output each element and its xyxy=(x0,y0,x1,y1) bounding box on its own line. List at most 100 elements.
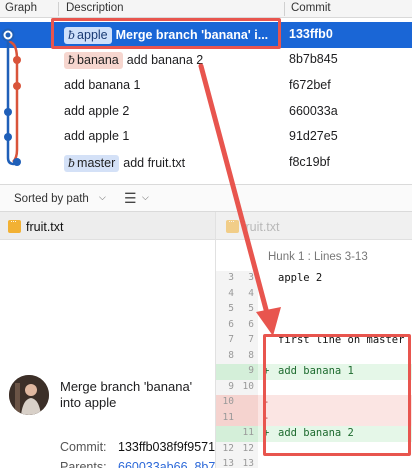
diff-gutter xyxy=(216,441,258,457)
commit-row[interactable]: add apple 1 91d27e5 xyxy=(0,124,412,150)
diff-gutter xyxy=(216,379,258,395)
diff-sign: + xyxy=(263,427,270,439)
diff-code: add banana 1 xyxy=(278,365,354,377)
old-line-number: 10 xyxy=(222,396,234,407)
diff-line: 9 + add banana 1 xyxy=(216,364,412,380)
commit-hash: f8c19bf xyxy=(289,155,331,169)
diff-sign xyxy=(263,303,269,315)
diff-line: 12 12 xyxy=(216,441,412,457)
chevron-down-icon[interactable]: ⌵ xyxy=(99,192,106,202)
old-line-number: 12 xyxy=(222,442,234,454)
author-avatar xyxy=(9,375,49,415)
sort-menu[interactable]: Sorted by path xyxy=(14,193,89,205)
new-line-number: 13 xyxy=(242,458,254,468)
file-icon xyxy=(8,216,21,233)
diff-gutter xyxy=(216,317,258,333)
diff-code: first line on master xyxy=(278,334,405,346)
commit-message: add banana 1 xyxy=(64,78,141,92)
diff-code: add banana 2 xyxy=(278,427,354,439)
diff-sign xyxy=(263,334,269,346)
chevron-down-icon[interactable]: ⌵ xyxy=(142,192,149,202)
old-line-number: 7 xyxy=(228,334,234,345)
commit-column-header[interactable]: Commit xyxy=(291,2,331,14)
old-line-number: 4 xyxy=(228,287,234,299)
new-line-number: 12 xyxy=(242,442,254,454)
parents-link[interactable]: 660033ab66, 8b7b xyxy=(118,460,223,468)
commit-row[interactable]: add apple 2 660033a xyxy=(0,99,412,125)
new-line-number: 4 xyxy=(248,287,254,299)
branch-icon: ƀ xyxy=(68,54,76,67)
diff-sign xyxy=(263,381,269,393)
diff-line: 9 10 xyxy=(216,379,412,395)
new-line-number: 10 xyxy=(242,380,254,392)
graph-node xyxy=(13,158,21,166)
diff-sign xyxy=(263,443,269,455)
commit-message: add banana 2 xyxy=(126,53,204,67)
diff-gutter xyxy=(216,364,258,380)
commit-hash: 8b7b845 xyxy=(289,52,338,66)
graph-node xyxy=(13,82,21,90)
diff-file-name: fruit.txt xyxy=(242,220,280,234)
branch-name: banana xyxy=(77,53,119,67)
graph-node xyxy=(4,108,12,116)
diff-sign xyxy=(263,350,269,362)
file-list-item[interactable]: fruit.txt xyxy=(0,212,215,240)
hunk-header: Hunk 1 : Lines 3-13 xyxy=(268,251,368,263)
file-icon xyxy=(226,216,239,233)
commit-message: add apple 1 xyxy=(64,129,130,143)
pane-divider[interactable] xyxy=(215,212,216,468)
diff-code: apple 2 xyxy=(278,272,323,284)
old-line-number: 11 xyxy=(222,411,234,423)
graph-node xyxy=(13,56,21,64)
diff-gutter xyxy=(216,457,258,468)
branch-icon: ƀ xyxy=(68,157,76,170)
graph-column-header[interactable]: Graph xyxy=(5,2,37,14)
commit-message: add apple 2 xyxy=(64,104,130,118)
diff-gutter xyxy=(216,410,258,426)
diff-sign xyxy=(263,272,269,284)
commit-message: Merge branch 'banana' i... xyxy=(115,28,269,42)
commit-full-hash: 133ffb038f9f9571 xyxy=(118,440,216,454)
diff-sign: - xyxy=(263,396,270,408)
new-line-number: 3 xyxy=(248,272,254,283)
commit-subject: Merge branch 'banana' into apple xyxy=(60,379,193,410)
list-icon[interactable]: ☰ xyxy=(124,190,137,206)
graph-node xyxy=(4,133,12,141)
new-line-number: 11 xyxy=(242,427,254,438)
new-line-number: 7 xyxy=(248,334,254,345)
file-toolbar: Sorted by path ⌵ ☰ ⌵ xyxy=(0,184,412,212)
new-line-number: 5 xyxy=(248,303,254,314)
commit-label: Commit: xyxy=(60,440,107,454)
diff-line: 11- xyxy=(216,410,412,426)
new-line-number: 9 xyxy=(248,365,254,376)
branch-icon: ƀ xyxy=(68,29,76,42)
old-line-number: 8 xyxy=(228,349,234,361)
old-line-number: 13 xyxy=(222,458,234,468)
new-line-number: 8 xyxy=(248,349,254,361)
diff-sign xyxy=(263,288,269,300)
diff-sign: + xyxy=(263,365,270,377)
file-name: fruit.txt xyxy=(26,220,64,234)
diff-line: 13 13 xyxy=(216,457,412,468)
description-column-header[interactable]: Description xyxy=(66,2,124,14)
branch-name: master xyxy=(77,156,116,170)
diff-gutter xyxy=(216,348,258,364)
diff-line: 11 + add banana 2 xyxy=(216,426,412,442)
commit-message: add fruit.txt xyxy=(123,156,186,170)
commit-row[interactable]: add banana 1 f672bef xyxy=(0,73,412,99)
old-line-number: 9 xyxy=(228,380,234,392)
diff-file-header: fruit.txt xyxy=(216,212,412,240)
commit-hash: 660033a xyxy=(289,104,338,118)
diff-sign xyxy=(263,458,269,468)
